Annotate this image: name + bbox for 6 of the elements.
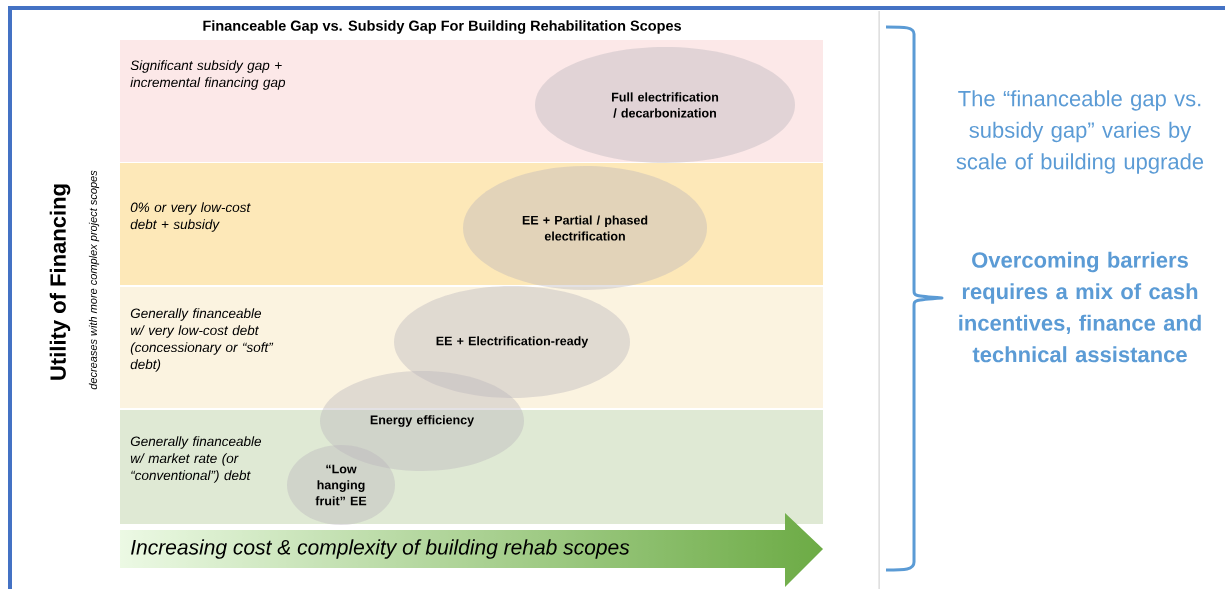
progress-arrow: Increasing cost & complexity of building rehab scopes — [131, 539, 630, 559]
note-text: Overcoming barriers requires a mix of cash incentives, finance and technical assistance — [959, 251, 1201, 363]
axis-subtitle: decreases with more complex project scopes — [88, 170, 100, 390]
note-text: The “financeable gap vs. subsidy gap” varies by scale of building upgrade — [956, 90, 1204, 174]
axis-title: Utility of Financing — [49, 184, 71, 380]
chart-title: Financeable Gap vs. Subsidy Gap For Building Rehabilitation Scopes — [203, 20, 681, 34]
